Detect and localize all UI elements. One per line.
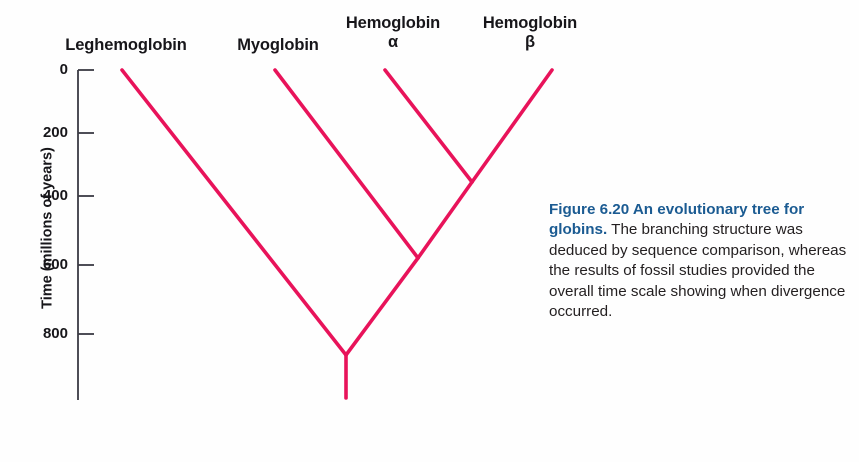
time-axis — [77, 69, 94, 400]
taxon-name: Hemoglobin — [482, 14, 578, 32]
branch-hemoglobin-beta — [470, 68, 554, 184]
branch-leghemoglobin — [120, 68, 348, 357]
tree-branches — [120, 68, 554, 400]
branch-myoglobin — [273, 68, 420, 260]
taxon-label-hemoglobin-beta: Hemoglobin β — [462, 14, 598, 52]
branch-hemoglobin-alpha — [383, 68, 474, 184]
taxon-subscript-alpha: α — [387, 33, 399, 52]
taxon-name: Leghemoglobin — [65, 36, 187, 54]
axis-tick-label-600: 600 — [42, 256, 68, 273]
figure-caption-body: The branching structure was deduced by s… — [549, 221, 847, 321]
axis-tick-label-200: 200 — [42, 124, 68, 141]
taxon-name: Hemoglobin — [345, 14, 441, 32]
taxon-label-hemoglobin-alpha: Hemoglobin α — [325, 14, 461, 52]
branch-myo-node-to-root — [344, 256, 420, 357]
figure-caption: Figure 6.20 An evolutionary tree for glo… — [549, 200, 849, 322]
taxon-label-myoglobin: Myoglobin — [225, 36, 331, 55]
axis-tick-label-400: 400 — [42, 187, 68, 204]
taxon-label-leghemoglobin: Leghemoglobin — [55, 36, 197, 55]
axis-tick-label-800: 800 — [42, 325, 68, 342]
y-axis-title: Time (millions of years) — [39, 147, 56, 309]
taxon-subscript-beta: β — [525, 33, 535, 52]
branch-hb-node-to-myo-node — [416, 180, 474, 260]
taxon-name: Myoglobin — [237, 36, 319, 54]
figure-caption-lead: Figure 6.20 An evolutionary tree for glo… — [549, 201, 805, 239]
axis-tick-label-0: 0 — [59, 61, 68, 78]
